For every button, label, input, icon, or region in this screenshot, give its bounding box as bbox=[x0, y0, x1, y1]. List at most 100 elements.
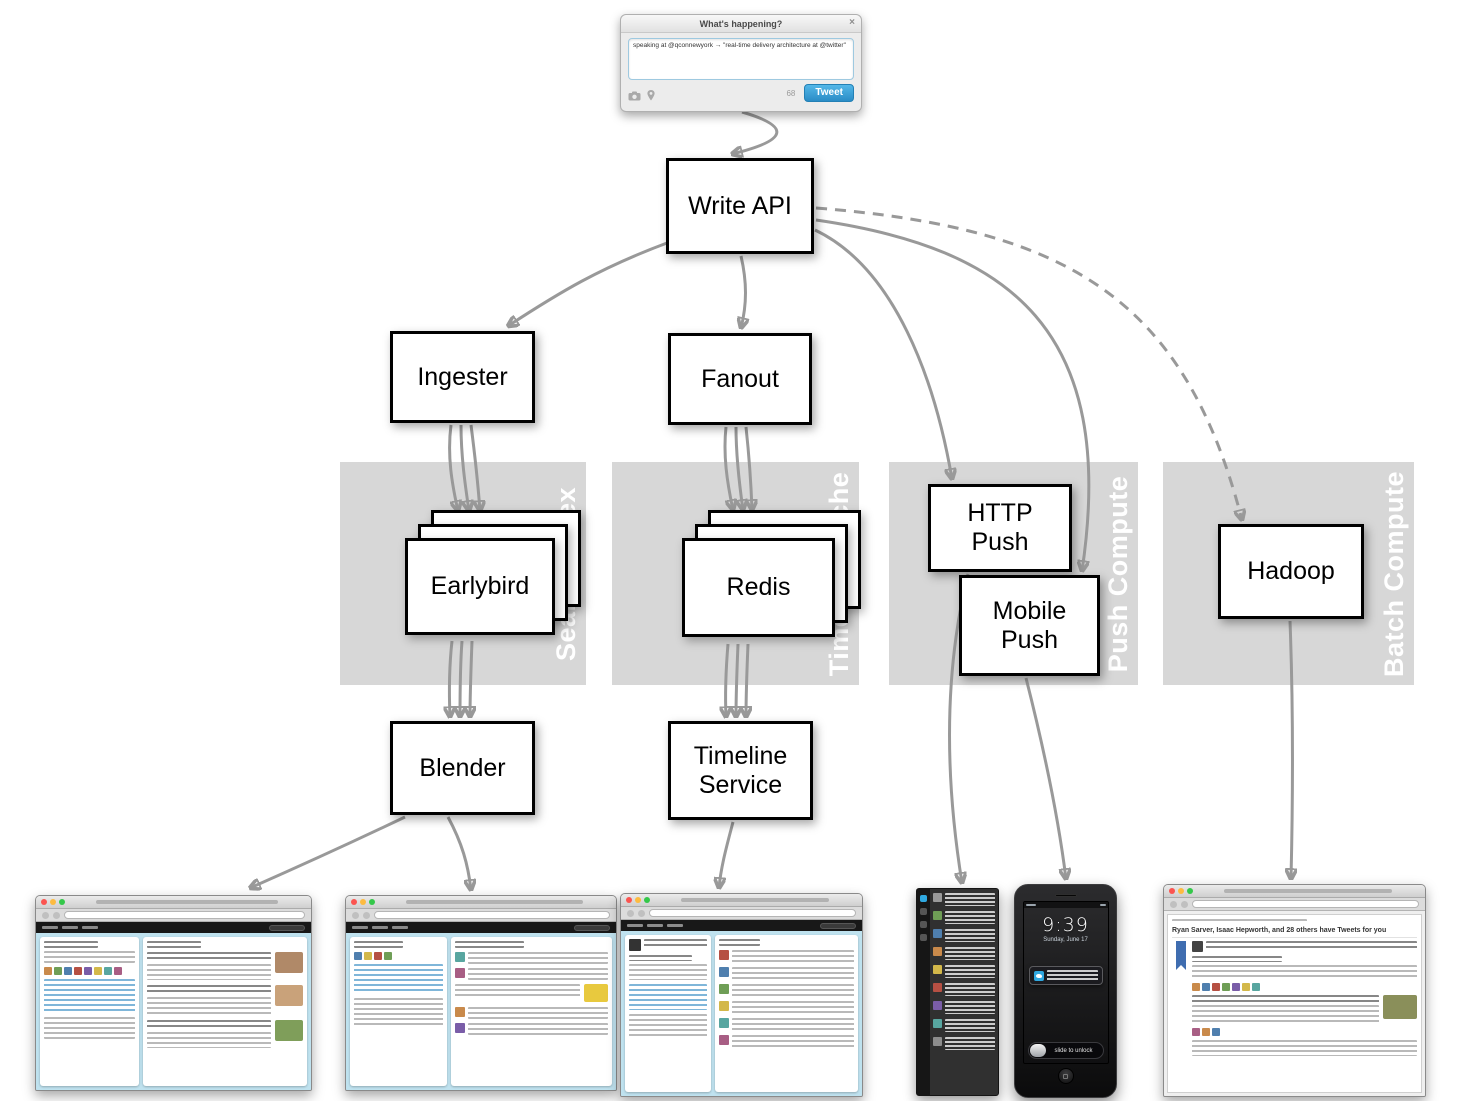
back-icon[interactable] bbox=[42, 911, 49, 919]
address-bar[interactable] bbox=[374, 911, 610, 919]
arrow-timelineservice-to-browser3 bbox=[719, 821, 735, 888]
mac-twitter-client bbox=[916, 888, 999, 1096]
camera-icon[interactable] bbox=[628, 88, 641, 101]
unlock-knob-icon[interactable] bbox=[1029, 1044, 1046, 1057]
node-fanout: Fanout bbox=[668, 333, 812, 425]
story-thumbnail bbox=[1383, 995, 1417, 1019]
mentions-icon[interactable] bbox=[920, 908, 927, 915]
browser-toolbar[interactable] bbox=[36, 909, 311, 922]
tweet-text-input[interactable]: speaking at @qconnewyork → "real-time de… bbox=[628, 38, 854, 80]
forward-icon[interactable] bbox=[363, 911, 370, 919]
window-title bbox=[681, 898, 829, 902]
sender-avatar bbox=[1192, 941, 1203, 952]
compose-title: What's happening? bbox=[699, 18, 783, 29]
back-icon[interactable] bbox=[1170, 900, 1177, 908]
iphone: 9:39 Sunday, June 17 slide to unlock bbox=[1014, 884, 1117, 1098]
address-bar[interactable] bbox=[64, 911, 305, 919]
zoom-window-button[interactable] bbox=[644, 897, 650, 903]
minimize-window-button[interactable] bbox=[360, 899, 366, 905]
twitter-navbar bbox=[621, 920, 862, 931]
twitter-sidebar-panel bbox=[40, 937, 139, 1086]
window-titlebar bbox=[346, 896, 616, 909]
forward-icon[interactable] bbox=[53, 911, 60, 919]
zone-label-batch-compute: Batch Compute bbox=[1379, 470, 1409, 677]
arrow-writeapi-to-fanout bbox=[741, 255, 746, 328]
browser-toolbar[interactable] bbox=[346, 909, 616, 922]
window-title bbox=[96, 900, 278, 904]
mac-client-nav-rail bbox=[917, 889, 930, 1095]
node-http-push: HTTP Push bbox=[928, 484, 1072, 572]
close-window-button[interactable] bbox=[41, 899, 47, 905]
node-earlybird-stack: Earlybird bbox=[405, 510, 587, 638]
zoom-window-button[interactable] bbox=[369, 899, 375, 905]
zone-label-push-compute: Push Compute bbox=[1103, 475, 1133, 672]
search-input[interactable] bbox=[574, 924, 610, 931]
close-window-button[interactable] bbox=[1169, 888, 1175, 894]
twitter-bird-icon[interactable] bbox=[920, 895, 927, 902]
related-avatars bbox=[354, 952, 443, 960]
node-blender: Blender bbox=[390, 721, 535, 815]
profile-avatar bbox=[629, 939, 641, 951]
story-thumbnail bbox=[275, 985, 303, 1006]
minimize-window-button[interactable] bbox=[635, 897, 641, 903]
close-icon[interactable]: × bbox=[849, 17, 855, 28]
forward-icon[interactable] bbox=[1181, 900, 1188, 908]
messages-icon[interactable] bbox=[920, 921, 927, 928]
home-button[interactable] bbox=[1057, 1068, 1074, 1084]
close-window-button[interactable] bbox=[351, 899, 357, 905]
mac-client-timeline bbox=[930, 889, 998, 1095]
node-timeline-service: Timeline Service bbox=[668, 721, 813, 820]
node-mobile-push: Mobile Push bbox=[959, 575, 1100, 676]
tweets-panel bbox=[715, 935, 858, 1092]
lock-screen-time: 9:39 bbox=[1042, 914, 1089, 936]
twitter-push-notification[interactable] bbox=[1028, 966, 1103, 985]
arrow-compose-to-writeapi bbox=[732, 110, 779, 154]
iphone-lock-screen: 9:39 Sunday, June 17 slide to unlock bbox=[1022, 901, 1109, 1064]
window-titlebar bbox=[621, 894, 862, 907]
email-message: Ryan Sarver, Isaac Hepworth, and 28 othe… bbox=[1167, 914, 1422, 1093]
arrow-mobilepush-to-iphone bbox=[1024, 677, 1066, 879]
zoom-window-button[interactable] bbox=[59, 899, 65, 905]
zoom-window-button[interactable] bbox=[1187, 888, 1193, 894]
tweet-button[interactable]: Tweet bbox=[804, 84, 854, 102]
close-window-button[interactable] bbox=[626, 897, 632, 903]
back-icon[interactable] bbox=[352, 911, 359, 919]
mentioned-avatars bbox=[1192, 983, 1417, 991]
window-title bbox=[406, 900, 583, 904]
email-digest-screenshot: Ryan Sarver, Isaac Hepworth, and 28 othe… bbox=[1163, 884, 1426, 1097]
node-redis: Redis bbox=[682, 538, 835, 637]
search-input[interactable] bbox=[269, 924, 305, 931]
slide-to-unlock-label: slide to unlock bbox=[1054, 1047, 1093, 1054]
node-write-api: Write API bbox=[666, 158, 814, 254]
address-bar[interactable] bbox=[649, 909, 856, 917]
node-redis-stack: Redis bbox=[682, 510, 867, 640]
browser-toolbar[interactable] bbox=[621, 907, 862, 920]
back-icon[interactable] bbox=[627, 909, 634, 917]
minimize-window-button[interactable] bbox=[50, 899, 56, 905]
compose-titlebar: What's happening? × bbox=[621, 15, 861, 33]
location-pin-icon[interactable] bbox=[647, 88, 660, 101]
twitter-results-panel bbox=[450, 937, 612, 1086]
arrow-writeapi-to-httppush bbox=[814, 228, 952, 479]
search-input[interactable] bbox=[820, 922, 856, 929]
twitter-stories-panel bbox=[142, 937, 307, 1086]
status-bar bbox=[1023, 902, 1108, 908]
address-bar[interactable] bbox=[1192, 900, 1419, 908]
lock-screen-date: Sunday, June 17 bbox=[1043, 937, 1088, 943]
tweet-compose-window: What's happening? × speaking at @qconnew… bbox=[620, 14, 862, 112]
slide-to-unlock[interactable]: slide to unlock bbox=[1027, 1042, 1104, 1059]
twitter-navbar bbox=[36, 922, 311, 933]
home-button-icon bbox=[1063, 1073, 1068, 1079]
who-to-follow-avatars bbox=[44, 967, 135, 975]
twitter-bird-icon bbox=[1033, 970, 1044, 981]
window-titlebar bbox=[36, 896, 311, 909]
forward-icon[interactable] bbox=[638, 909, 645, 917]
web-screenshot-2 bbox=[345, 895, 617, 1091]
twitter-sidebar-panel bbox=[350, 937, 447, 1086]
char-count: 68 bbox=[786, 88, 796, 98]
story-thumbnail bbox=[275, 952, 303, 973]
browser-toolbar[interactable] bbox=[1164, 898, 1425, 911]
search-icon[interactable] bbox=[920, 934, 927, 941]
window-titlebar bbox=[1164, 885, 1425, 898]
minimize-window-button[interactable] bbox=[1178, 888, 1184, 894]
